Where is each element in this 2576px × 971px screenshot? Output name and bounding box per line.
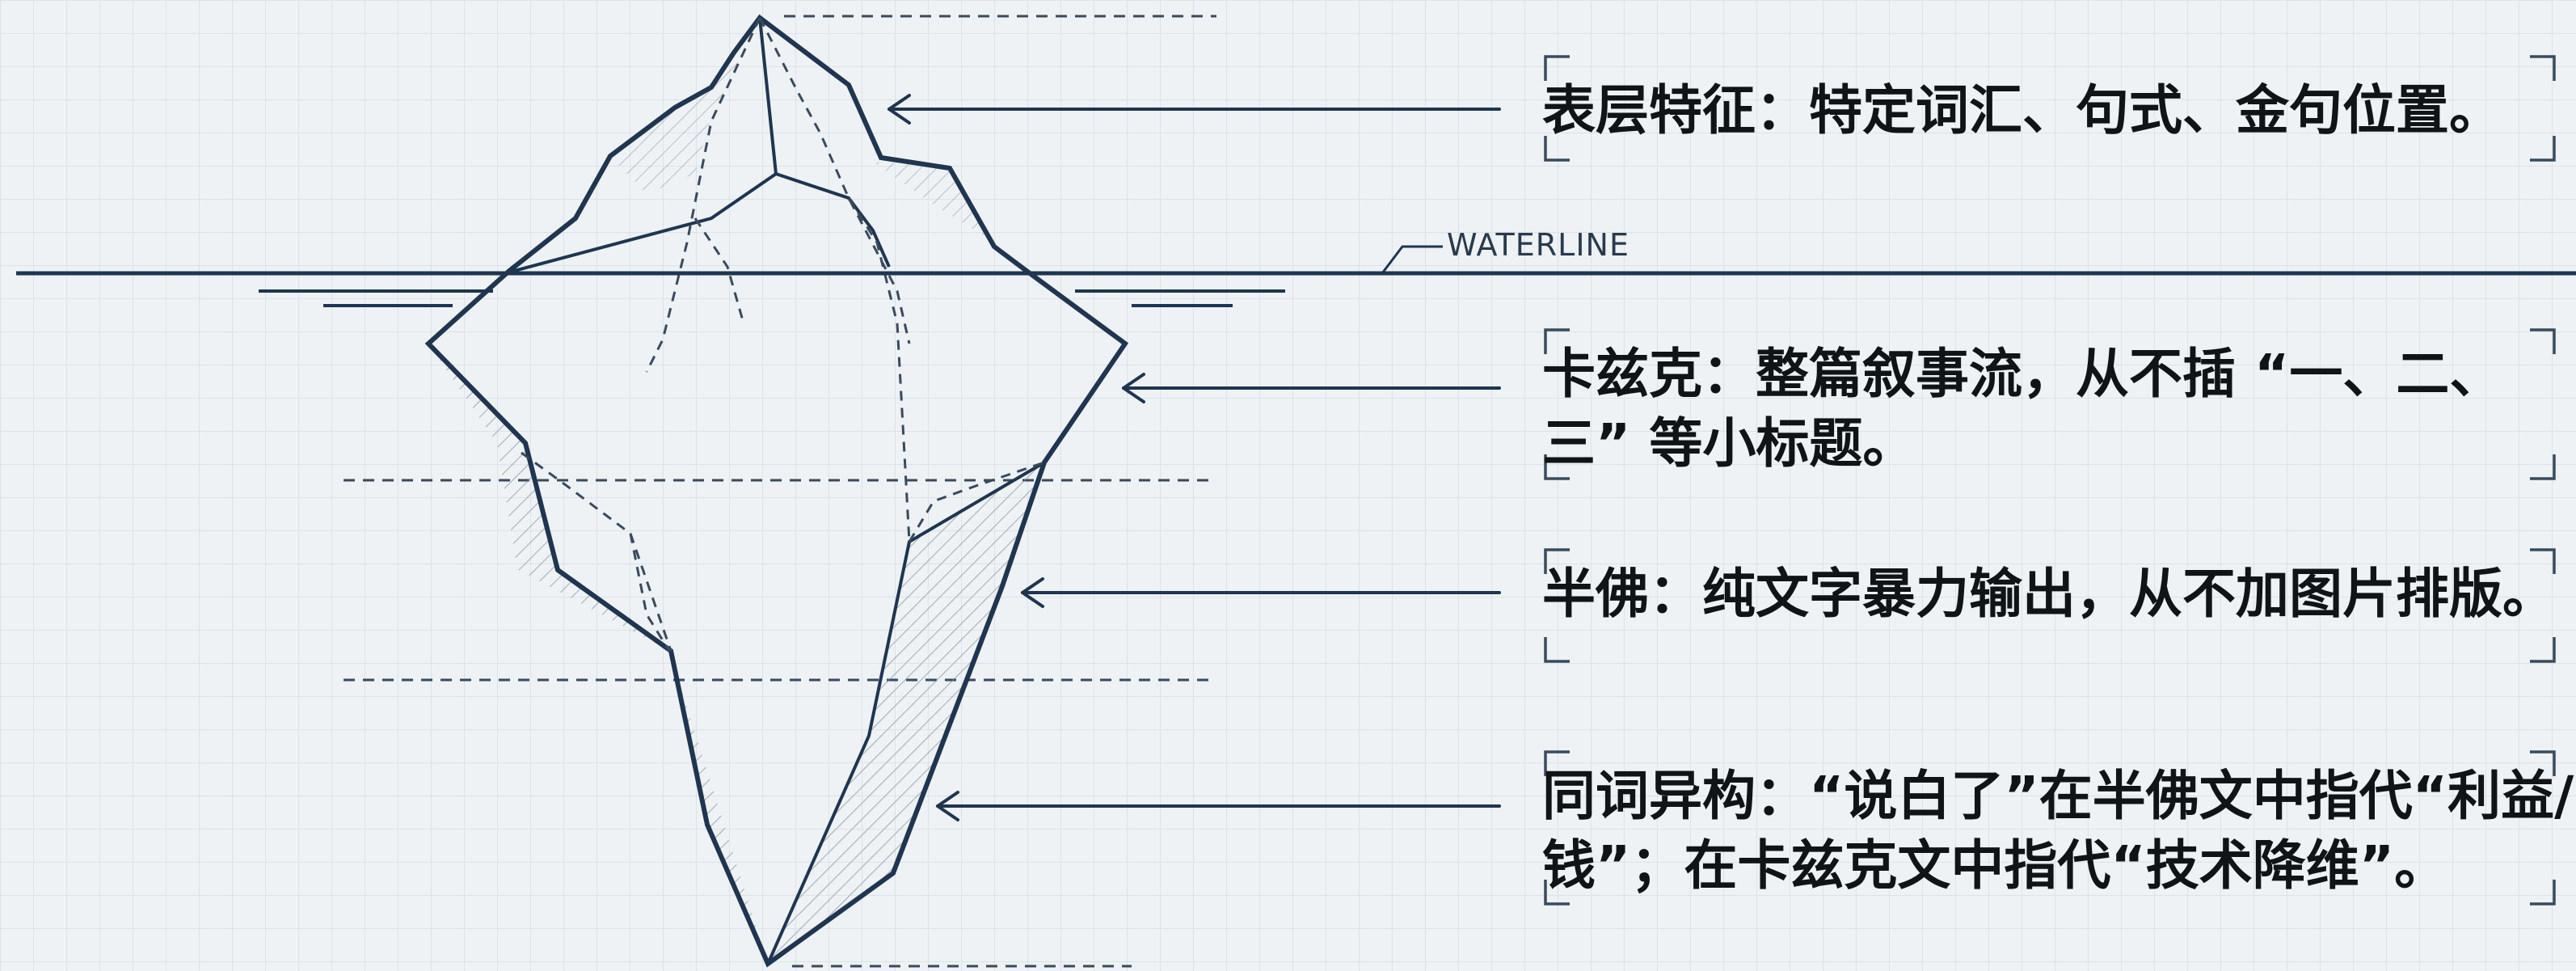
label-banfo: 半佛：纯文字暴力输出，从不加图片排版。 (1542, 559, 2556, 629)
waterline-label: WATERLINE (1447, 227, 1629, 263)
label-surface-features: 表层特征：特定词汇、句式、金句位置。 (1542, 76, 2544, 146)
waterline-label-leader (1381, 245, 1443, 274)
label-banfo-line-1: 半佛：纯文字暴力输出，从不加图片排版。 (1542, 563, 2556, 625)
label-brackets (1544, 55, 2556, 906)
arrows (887, 94, 1501, 821)
water-ripples (259, 289, 1285, 307)
label-kazike-line-2: 三” 等小标题。 (1542, 412, 1916, 475)
iceberg-dashed-facets (521, 17, 1045, 652)
label-homonym-line-2: 钱”；在卡兹克文中指代“技术降维”。 (1542, 834, 2448, 897)
arrow-kazike (1122, 373, 1501, 403)
arrow-banfo (1021, 577, 1501, 608)
label-homonym-line-1: 同词异构：“说白了”在半佛文中指代“利益/ (1542, 765, 2574, 827)
label-kazike-line-1: 卡兹克：整篇叙事流，从不插 “一、二、 (1542, 343, 2503, 405)
arrow-surface (887, 94, 1501, 125)
label-kazike: 卡兹克：整篇叙事流，从不插 “一、二、 三” 等小标题。 (1542, 340, 2544, 479)
label-surface-line-1: 表层特征：特定词汇、句式、金句位置。 (1542, 79, 2502, 141)
arrow-homonym (936, 791, 1501, 821)
label-homonym: 同词异构：“说白了”在半佛文中指代“利益/ 钱”；在卡兹克文中指代“技术降维”。 (1542, 762, 2574, 901)
iceberg-hatching (428, 18, 1044, 964)
